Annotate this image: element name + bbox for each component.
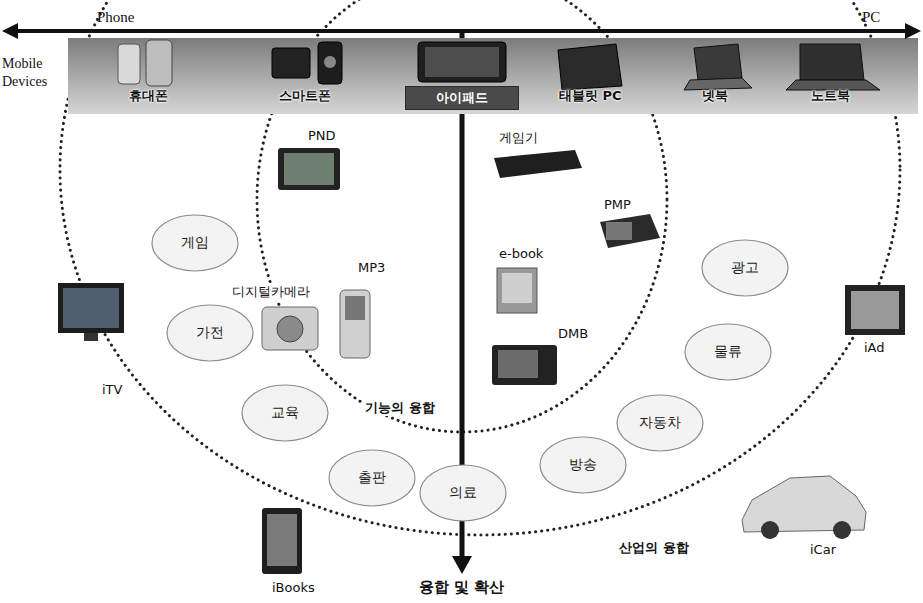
- industry-circle: 광고: [701, 239, 789, 297]
- ebook-screen: [502, 273, 532, 303]
- smartphone-icon: [318, 42, 342, 84]
- service-label: iBooks: [270, 580, 317, 596]
- circle-shape: [329, 450, 415, 506]
- industry-circle: 교육: [241, 384, 329, 442]
- service-label: iCar: [808, 542, 838, 558]
- industry-circle: 출판: [328, 449, 416, 507]
- device-label: e-book: [497, 246, 545, 262]
- circle-label: 물류: [714, 343, 742, 361]
- icar-wheel: [833, 521, 851, 539]
- axis-head-left: [2, 23, 18, 39]
- camera-icon: [262, 307, 318, 350]
- device-label: 스마트폰: [279, 88, 331, 104]
- circle-shape: [242, 385, 328, 441]
- device-label: 아이패드: [405, 86, 519, 110]
- device-label: 넷북: [702, 88, 728, 104]
- function-devices: [262, 148, 660, 385]
- ibooks-icon: [262, 508, 302, 574]
- circle-label: 출판: [358, 469, 386, 487]
- device-photos: [118, 40, 880, 90]
- device-label: 태블릿 PC: [559, 88, 622, 104]
- mp3-icon: [340, 290, 370, 358]
- device-label: MP3: [356, 260, 387, 276]
- device-label: PND: [306, 128, 338, 144]
- circle-label: 자동차: [639, 414, 681, 432]
- circle-label: 방송: [569, 456, 597, 474]
- circle-shape: [702, 240, 788, 296]
- netbook-screen: [694, 44, 742, 80]
- axis-head-right: [905, 23, 921, 39]
- circle-shape: [152, 215, 238, 271]
- pnd-screen: [284, 153, 334, 185]
- axis-label: Phone: [97, 8, 135, 26]
- region-caption: 기능의 융합: [362, 400, 438, 416]
- axis-label: PC: [862, 8, 880, 26]
- industry-circle: 자동차: [616, 394, 704, 452]
- tablet-icon: [558, 44, 622, 90]
- device-label: 게임기: [497, 130, 540, 146]
- industry-circle: 게임: [151, 214, 239, 272]
- service-label: iTV: [100, 382, 124, 398]
- device-band: [68, 38, 918, 114]
- circle-label: 의료: [449, 484, 477, 502]
- industry-devices: [58, 283, 905, 574]
- icar-wheel: [761, 521, 779, 539]
- pmp-icon: [600, 214, 660, 248]
- itv-screen: [63, 288, 119, 328]
- industry-circle: 가전: [166, 304, 254, 362]
- ipad-screen: [425, 47, 499, 77]
- device-label: 노트북: [811, 88, 850, 104]
- itv-stand: [84, 333, 98, 341]
- industry-circle: 방송: [539, 436, 627, 494]
- game-console-icon: [494, 150, 582, 178]
- pnd-icon: [278, 148, 340, 190]
- circle-label: 가전: [196, 324, 224, 342]
- dmb-icon: [492, 345, 557, 385]
- group-label: Mobile Devices: [2, 55, 62, 90]
- phone-pc-axis: [14, 29, 909, 33]
- region-caption: 산업의 융합: [616, 540, 692, 556]
- ipad-icon: [418, 42, 506, 82]
- iad-screen: [851, 291, 899, 329]
- dmb-screen: [498, 350, 538, 378]
- service-label: iAd: [862, 340, 887, 356]
- device-label: 휴대폰: [129, 88, 168, 104]
- circle-shape: [685, 324, 771, 380]
- smartphone-icon: [272, 48, 310, 78]
- itv-icon: [58, 283, 124, 333]
- phone-icon: [118, 44, 140, 84]
- industry-circle: 물류: [684, 323, 772, 381]
- circle-shape: [167, 305, 253, 361]
- ibooks-screen: [267, 514, 297, 566]
- device-label: 디지털카메라: [230, 284, 312, 300]
- circle-shape: [420, 465, 506, 521]
- circle-label: 광고: [731, 259, 759, 277]
- circle-shape: [617, 395, 703, 451]
- device-label: DMB: [556, 326, 590, 342]
- phone-icon: [146, 40, 172, 86]
- flow-caption: 융합 및 확산: [416, 578, 507, 596]
- industry-circle: 의료: [419, 464, 507, 522]
- smartphone-wheel: [324, 56, 336, 68]
- circle-label: 교육: [271, 404, 299, 422]
- convergence-arrow-head: [452, 556, 472, 574]
- pmp-screen: [606, 222, 632, 240]
- circle-shape: [540, 437, 626, 493]
- device-label: PMP: [602, 197, 633, 213]
- camera-lens: [277, 316, 303, 342]
- iad-icon: [845, 285, 905, 335]
- circle-label: 게임: [181, 234, 209, 252]
- notebook-screen: [800, 44, 864, 80]
- ebook-icon: [497, 268, 537, 313]
- mp3-screen: [345, 296, 365, 320]
